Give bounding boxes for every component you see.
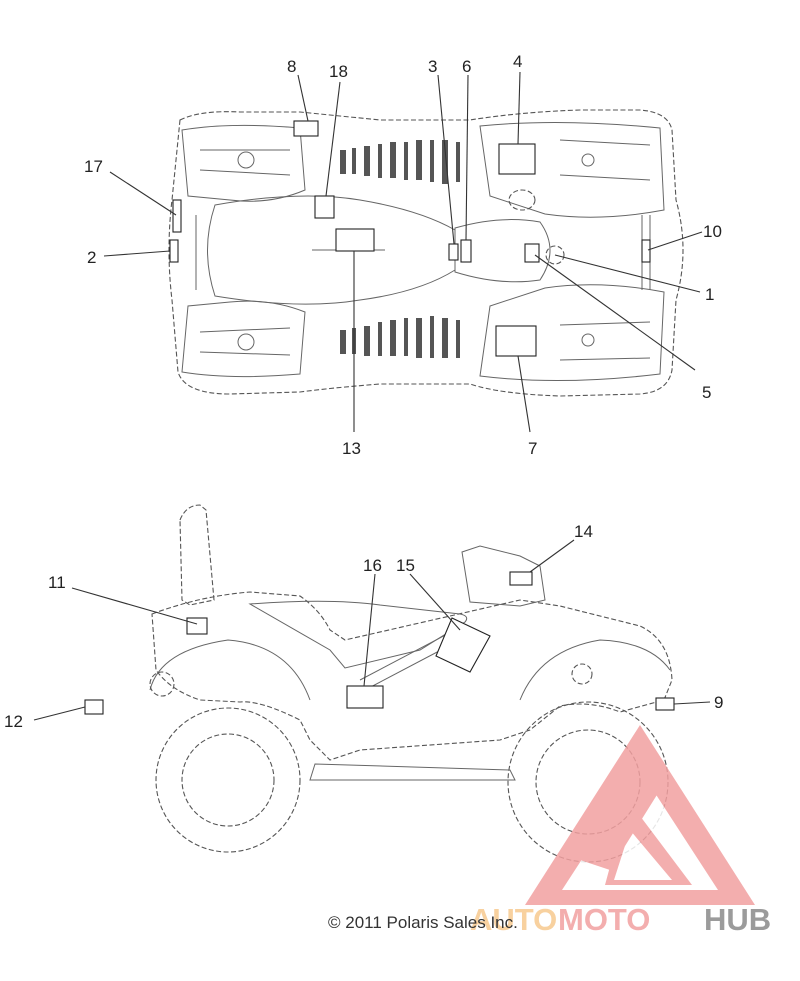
watermark-moto: MOTO bbox=[558, 902, 650, 937]
callout-5: 5 bbox=[702, 383, 711, 402]
atv-top-view bbox=[103, 71, 703, 433]
callout-16: 16 bbox=[363, 556, 382, 575]
watermark-hub: HUB bbox=[704, 902, 771, 937]
triangle-logo-icon bbox=[525, 725, 755, 905]
decal-18 bbox=[314, 195, 335, 219]
decal-9 bbox=[655, 697, 675, 711]
callout-8: 8 bbox=[287, 57, 296, 76]
decal-15 bbox=[435, 617, 491, 673]
callout-3: 3 bbox=[428, 57, 437, 76]
decal-4 bbox=[498, 143, 536, 175]
decal-5 bbox=[524, 243, 540, 263]
watermark-logo: AUTO MOTO HUB bbox=[470, 725, 771, 937]
decal-10 bbox=[641, 239, 651, 263]
callout-18: 18 bbox=[329, 62, 348, 81]
callout-labels: 8 18 3 6 4 17 10 2 1 5 13 7 14 16 15 11 … bbox=[4, 52, 723, 731]
callout-1: 1 bbox=[705, 285, 714, 304]
callout-11: 11 bbox=[48, 573, 66, 592]
callout-4: 4 bbox=[513, 52, 522, 71]
decal-7 bbox=[495, 325, 537, 357]
callout-14: 14 bbox=[574, 522, 593, 541]
callout-2: 2 bbox=[87, 248, 96, 267]
decal-13 bbox=[335, 228, 375, 252]
callout-12: 12 bbox=[4, 712, 23, 731]
copyright-notice: © 2011 Polaris Sales Inc. bbox=[328, 913, 518, 932]
decal-14 bbox=[509, 571, 533, 586]
callout-7: 7 bbox=[528, 439, 537, 458]
decal-17 bbox=[172, 199, 182, 233]
callout-13: 13 bbox=[342, 439, 361, 458]
decal-2 bbox=[169, 239, 179, 263]
decal-16 bbox=[346, 685, 384, 709]
decal-12 bbox=[84, 699, 104, 715]
decal-8 bbox=[293, 120, 319, 137]
decal-6 bbox=[460, 239, 472, 263]
callout-15: 15 bbox=[396, 556, 415, 575]
callout-6: 6 bbox=[462, 57, 471, 76]
decal-3 bbox=[448, 243, 459, 261]
callout-9: 9 bbox=[714, 693, 723, 712]
decal-11 bbox=[186, 617, 208, 635]
callout-17: 17 bbox=[84, 157, 103, 176]
callout-10: 10 bbox=[703, 222, 722, 241]
watermark-auto: AUTO bbox=[470, 902, 557, 937]
